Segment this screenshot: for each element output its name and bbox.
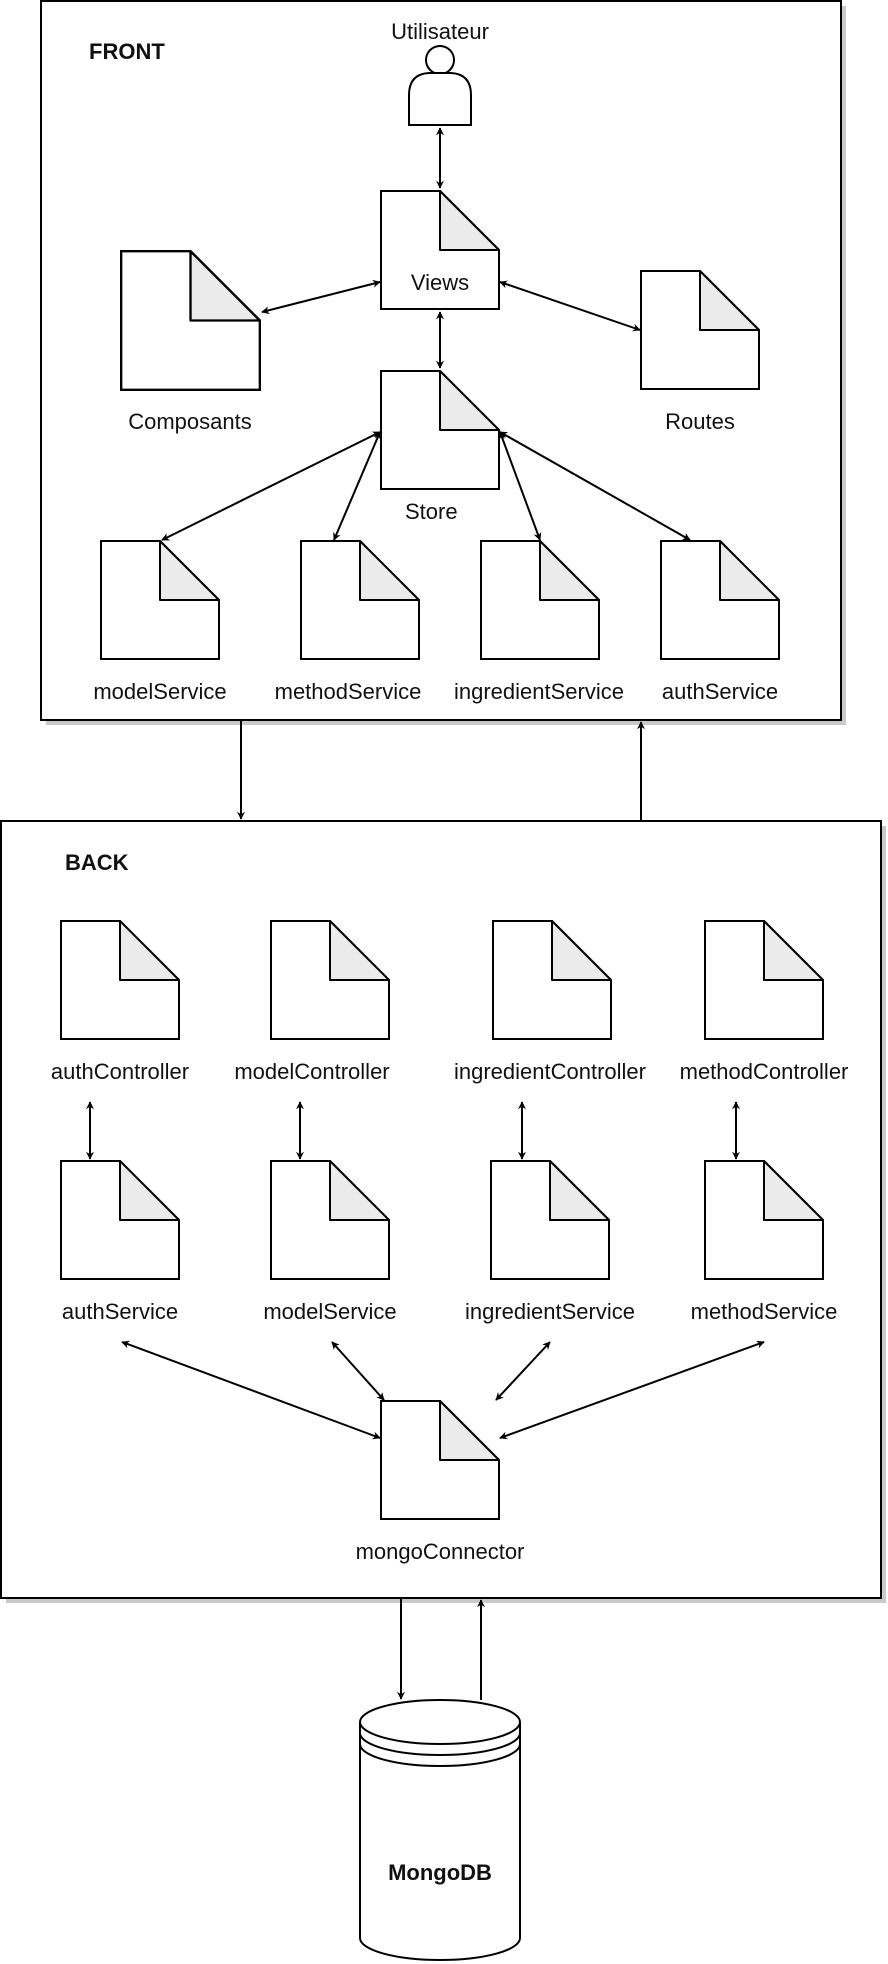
front-model-service-label: modelService [93,679,226,704]
auth-controller-label: authController [51,1059,189,1084]
store-method-service-edge [333,431,381,541]
views-label: Views [411,270,469,295]
model-service-connector-edge [331,1341,385,1401]
store-label: Store [405,499,458,524]
back-title: BACK [65,850,129,875]
views-routes-edge [499,280,641,332]
back-auth-service-label: authService [62,1299,178,1324]
front-method-service-label: methodService [275,679,422,704]
method-controller-label: methodController [680,1059,849,1084]
routes-label: Routes [665,409,735,434]
store-auth-service-edge [499,431,691,541]
front-ingredient-service-label: ingredientService [454,679,624,704]
user-label: Utilisateur [391,19,489,44]
method-service-connector-edge [499,1340,765,1440]
auth-service-connector-edge [121,1340,381,1440]
front-auth-service-label: authService [662,679,778,704]
composants-label: Composants [128,409,252,434]
mongodb-database-icon [359,1699,521,1961]
model-controller-label: modelController [234,1059,389,1084]
connectors [86,127,765,1700]
mongodb-label: MongoDB [388,1860,492,1885]
back-model-service-label: modelService [263,1299,396,1324]
back-method-service-label: methodService [691,1299,838,1324]
ingredient-controller-label: ingredientController [454,1059,646,1084]
front-title: FRONT [89,39,165,64]
mongo-connector-label: mongoConnector [356,1539,525,1564]
composants-views-edge [261,279,381,315]
user-actor-icon [408,45,472,126]
back-ingredient-service-label: ingredientService [465,1299,635,1324]
